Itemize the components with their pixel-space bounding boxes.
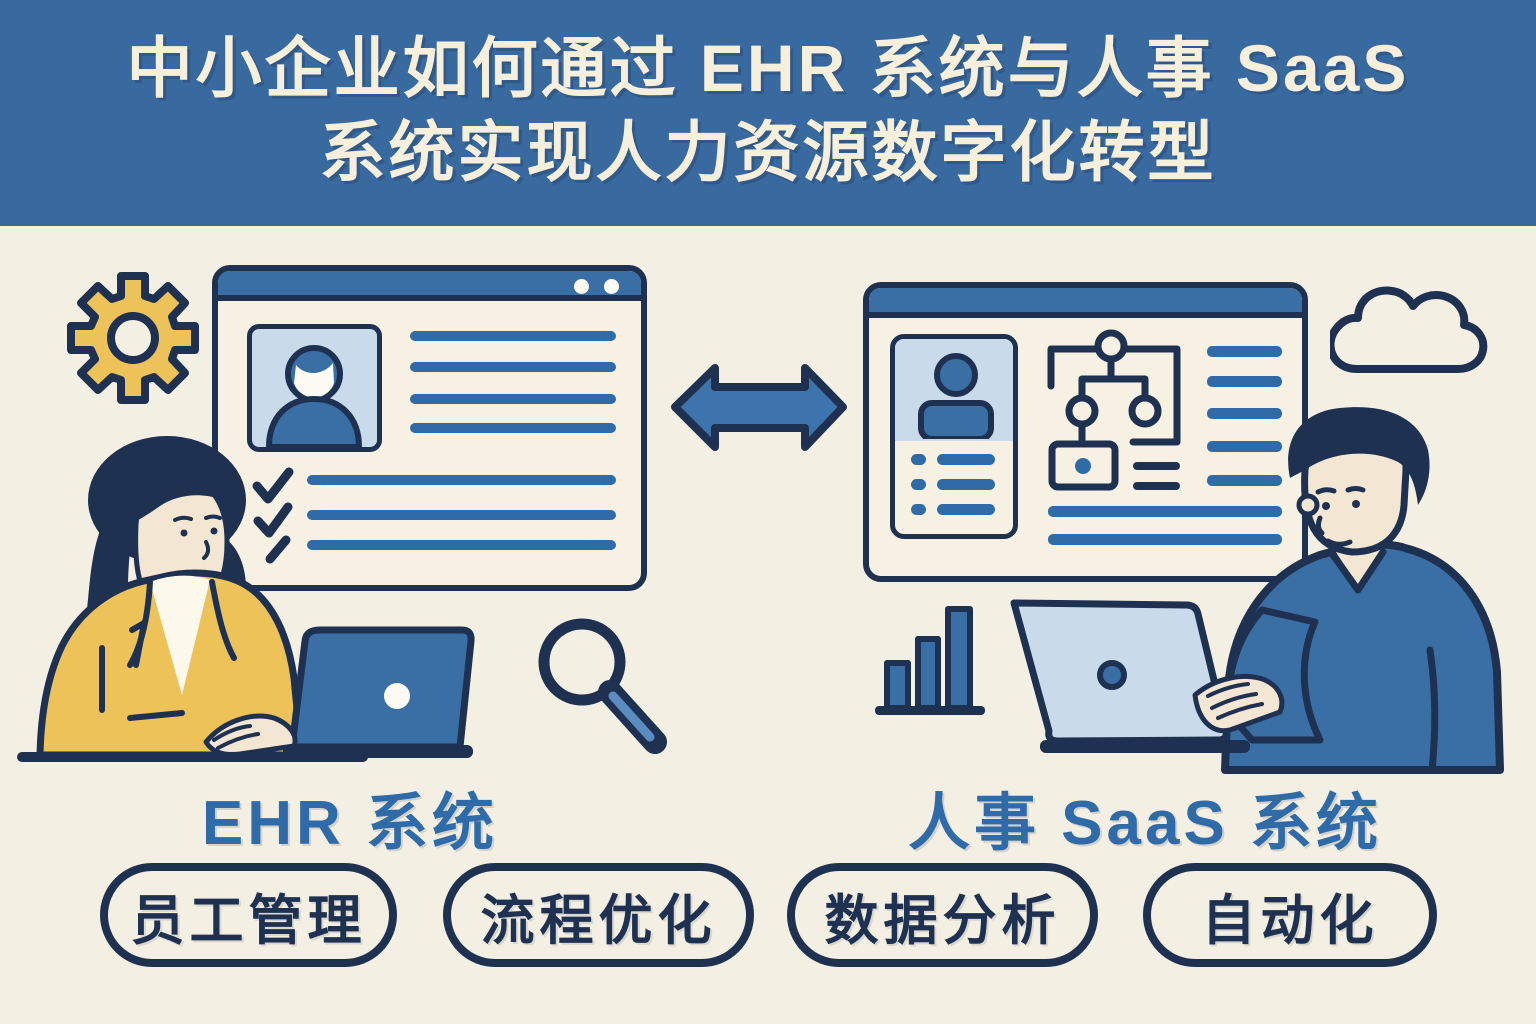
person-avatar-icon	[265, 345, 363, 450]
laptop-icon	[1010, 599, 1250, 753]
text-line-placeholder	[410, 331, 616, 341]
text-line-placeholder	[307, 475, 616, 485]
man-hand	[1192, 674, 1285, 734]
header-banner: 中小企业如何通过 EHR 系统与人事 SaaS 系统实现人力资源数字化转型	[0, 0, 1536, 226]
man-neck	[1336, 546, 1380, 586]
text-line-placeholder	[1048, 506, 1282, 517]
left-system-label: EHR 系统	[201, 789, 499, 858]
field-bullet	[911, 479, 926, 490]
person-avatar-icon	[918, 353, 994, 439]
checklist-icon	[252, 467, 294, 564]
field-bullet	[911, 454, 926, 465]
woman-hand	[203, 713, 298, 757]
woman-shirt	[150, 575, 210, 695]
ehr-window-titlebar	[218, 271, 641, 301]
bidirectional-arrow-icon	[671, 364, 847, 451]
record-field-row	[911, 479, 995, 490]
feature-badge-label: 数据分析	[824, 890, 1061, 951]
feature-badge-process-optimization: 流程优化	[443, 863, 754, 967]
field-line-placeholder	[937, 504, 995, 515]
main-title-line2: 系统实现人力资源数字化转型	[319, 115, 1217, 189]
cloud-icon	[1330, 286, 1488, 373]
main-title-line1: 中小企业如何通过 EHR 系统与人事 SaaS	[126, 31, 1410, 105]
text-line-placeholder	[410, 394, 616, 404]
text-line-placeholder	[307, 510, 616, 520]
bar-chart-icon	[875, 606, 985, 715]
feature-badge-label: 员工管理	[130, 890, 367, 951]
feature-badge-automation: 自动化	[1143, 863, 1437, 967]
illustration-scene: EHR 系统 人事 SaaS 系统 员工管理 流程优化 数据分析 自动化	[0, 226, 1536, 1024]
employee-record-card	[890, 334, 1018, 539]
woman-fringe	[130, 467, 238, 525]
window-control-dot	[574, 279, 589, 294]
record-field-row	[911, 454, 995, 465]
employee-profile-card	[247, 324, 382, 452]
text-line-placeholder	[1207, 475, 1282, 486]
ehr-window-content	[218, 301, 641, 585]
text-line-placeholder	[1207, 346, 1282, 357]
text-line-placeholder	[1207, 376, 1282, 387]
org-chart-icon	[1047, 329, 1181, 491]
record-field-row	[911, 504, 995, 515]
feature-badge-employee-management: 员工管理	[100, 863, 397, 967]
feature-badge-data-analysis: 数据分析	[787, 863, 1098, 967]
field-line-placeholder	[937, 479, 995, 490]
gear-hole	[107, 312, 159, 364]
field-line-placeholder	[937, 454, 995, 465]
jacket-lapel-lines	[99, 579, 237, 721]
man-face-features	[1315, 486, 1366, 547]
magnifier-icon	[538, 618, 667, 754]
man-hair	[1288, 407, 1430, 505]
woman-at-laptop-illustration	[36, 436, 304, 759]
saas-window-content	[869, 318, 1302, 576]
man-ear	[1296, 493, 1320, 517]
gear-icon	[67, 272, 199, 404]
text-line-placeholder	[1207, 441, 1282, 452]
record-card-photo-area	[895, 339, 1013, 441]
ehr-browser-window	[212, 265, 647, 591]
feature-badge-label: 自动化	[1201, 890, 1379, 951]
window-control-dot	[604, 279, 619, 294]
text-line-placeholder	[1207, 408, 1282, 419]
desk-line	[17, 752, 368, 762]
text-line-placeholder	[307, 540, 616, 550]
right-system-label: 人事 SaaS 系统	[907, 789, 1383, 858]
saas-window-titlebar	[869, 288, 1302, 318]
saas-browser-window	[863, 282, 1308, 582]
man-at-laptop-illustration	[1221, 407, 1504, 774]
text-line-placeholder	[410, 423, 616, 433]
feature-badge-label: 流程优化	[480, 890, 717, 951]
text-line-placeholder	[410, 362, 616, 372]
field-bullet	[911, 504, 926, 515]
text-line-placeholder	[1048, 534, 1282, 545]
